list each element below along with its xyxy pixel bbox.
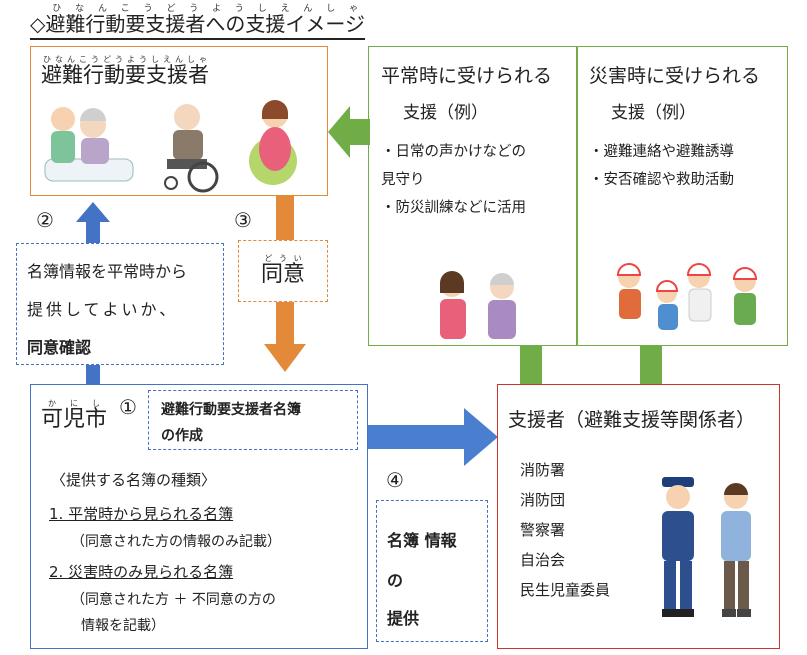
column-divider — [576, 47, 578, 345]
wheelchair-small-wheel — [164, 176, 178, 190]
disaster-time-heading: 災害時に受けられる — [589, 65, 761, 87]
woman-hair — [262, 100, 288, 119]
provide-line-3: 提供 — [387, 609, 420, 628]
consent-check-box: 名簿情報を平常時から 提供してよいか、 同意確認 — [16, 243, 224, 365]
supporters-heading: 支援者（避難支援等関係者） — [508, 409, 756, 431]
wheelchair-seat — [167, 159, 207, 169]
wheelchair-man-head — [174, 104, 200, 130]
green-arrow-left-shape — [328, 106, 370, 158]
orange-arrow-down — [264, 196, 306, 372]
neighbor-body — [440, 299, 466, 339]
consent-line-3: 同意確認 — [27, 338, 92, 357]
citizen-man — [721, 483, 751, 617]
agree-text: 同意 — [260, 262, 305, 287]
orange-arrow-shaft — [276, 302, 294, 346]
normal-time-column: 平常時に受けられる 支援（例） ・日常の声かけなどの 見守り ・防災訓練などに活… — [381, 61, 552, 217]
roster-line-2: の作成 — [161, 428, 203, 444]
blue-arrow-head — [76, 202, 110, 244]
persons-needing-support-header: 避難行動要支援者ひなんこうどうようしえんしゃ — [41, 55, 209, 89]
title-ruby: ひなんこうどうようしえんしゃ — [45, 4, 365, 14]
provide-line-1: 名簿 情報 — [387, 531, 457, 550]
wheelchair-wheel — [187, 161, 219, 193]
supporter-item-4: 自治会 — [520, 551, 566, 569]
elder-neighbor-hair — [490, 273, 514, 285]
step-3-label: ③ — [234, 208, 252, 232]
disaster-support-example-label: 支援（例） — [611, 103, 696, 123]
evacuation-illustration — [616, 263, 758, 330]
evacuee-1 — [616, 263, 642, 319]
supporters-box: 支援者（避難支援等関係者） 消防署 消防団 警察署 自治会 民生児童委員 — [497, 384, 780, 649]
title-text: 避難行動要支援者への支援イメージ — [45, 12, 365, 36]
caregiver-body — [51, 131, 75, 163]
blue-arrow-right — [368, 408, 498, 466]
normal-time-heading: 平常時に受けられる — [381, 65, 553, 87]
neighbors-illustration — [440, 271, 516, 339]
disaster-item-1: ・避難連絡や避難誘導 — [589, 144, 734, 160]
police-officer — [662, 477, 694, 617]
roster-kinds-heading: 〈提供する名簿の種類〉 — [51, 471, 217, 489]
roster-kind-2-note-cont: 情報を記載） — [81, 618, 165, 634]
blue-arrow-tail — [86, 362, 100, 384]
persons-header-text: 避難行動要支援者 — [41, 63, 209, 87]
supporter-item-3: 警察署 — [520, 521, 566, 539]
blue-arrow-right-shape — [368, 408, 498, 466]
roster-kind-1-note: （同意された方の情報のみ記載） — [71, 534, 281, 550]
evacuee-3 — [686, 263, 712, 322]
step-1-label: ① — [119, 395, 137, 419]
consent-line-1: 名簿情報を平常時から — [27, 262, 188, 281]
provide-line-2: の — [387, 571, 404, 590]
support-examples-box: 平常時に受けられる 支援（例） ・日常の声かけなどの 見守り ・防災訓練などに活… — [368, 46, 788, 346]
city-name: 可児市かにし — [41, 399, 108, 432]
caregiver-head — [51, 107, 75, 131]
roster-kind-1: 1. 平常時から見られる名簿 — [49, 505, 234, 523]
roster-line-1: 避難行動要支援者名簿 — [161, 402, 301, 418]
step-2-label: ② — [36, 208, 54, 232]
green-connector-left — [520, 346, 542, 384]
supporter-item-5: 民生児童委員 — [520, 581, 611, 599]
normal-item-1: ・日常の声かけなどの — [381, 144, 526, 160]
evacuee-2 — [655, 280, 679, 330]
roster-kind-2: 2. 災害時のみ見られる名簿 — [49, 563, 234, 581]
green-connector-right — [640, 346, 662, 384]
supporter-item-1: 消防署 — [520, 461, 566, 479]
agree-ruby: どうい — [260, 254, 305, 263]
orange-arrow-head — [264, 344, 306, 372]
page-title: ◇避難行動要支援者への支援イメージひなんこうどうようしえんしゃ — [30, 4, 365, 40]
disaster-item-2: ・安否確認や救助活動 — [589, 172, 734, 189]
orange-arrow-top — [276, 196, 294, 240]
agree-box: 同意どうい — [238, 240, 328, 302]
persons-header-ruby: ひなんこうどうようしえんしゃ — [41, 55, 209, 64]
roster-provision-box: 名簿 情報 の 提供 — [376, 500, 488, 642]
normal-item-3: ・防災訓練などに活用 — [381, 200, 526, 217]
woman-body — [259, 127, 291, 171]
elder-hair — [80, 108, 106, 121]
neighbor-hair — [440, 271, 464, 293]
green-arrow-left — [328, 106, 370, 158]
title-diamond: ◇ — [30, 12, 46, 36]
supporter-item-2: 消防団 — [520, 491, 566, 509]
elderly-people-illustration — [44, 100, 297, 193]
blue-arrow-up — [76, 202, 110, 384]
persons-needing-support-box: 避難行動要支援者ひなんこうどうようしえんしゃ — [30, 46, 328, 196]
police-and-citizen-illustration — [662, 477, 751, 617]
consent-line-2: 提供してよいか、 — [27, 300, 179, 319]
normal-item-2: 見守り — [381, 172, 425, 189]
normal-support-example-label: 支援（例） — [403, 103, 488, 123]
elder-body — [81, 138, 109, 164]
evacuee-4 — [732, 267, 758, 325]
disaster-time-column: 災害時に受けられる 支援（例） ・避難連絡や避難誘導 ・安否確認や救助活動 — [589, 61, 760, 189]
step-4-label: ④ — [386, 468, 404, 492]
elder-neighbor-body — [488, 300, 516, 339]
roster-kind-2-note: （同意された方 ＋ 不同意の方の — [71, 592, 276, 608]
wheelchair-man-body — [173, 130, 203, 160]
roster-creation-box: 避難行動要支援者名簿 の作成 — [148, 390, 358, 450]
